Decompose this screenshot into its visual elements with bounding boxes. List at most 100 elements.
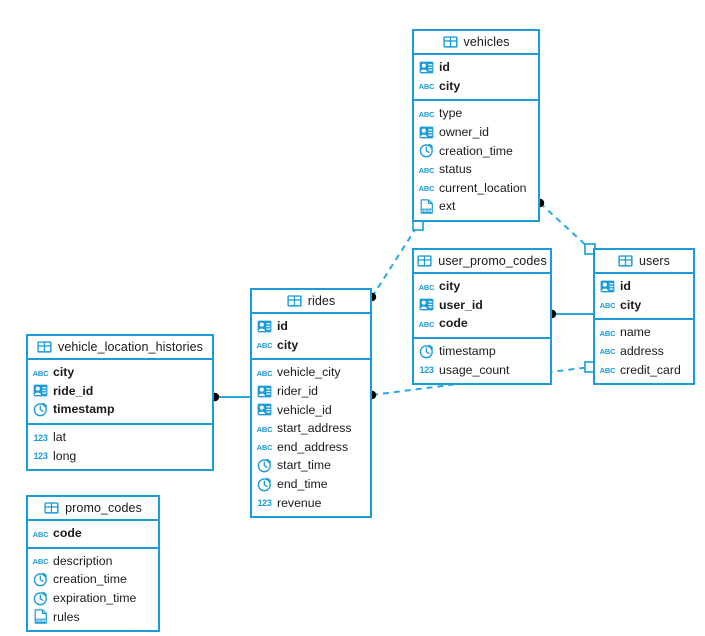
abc-text-icon: ABC <box>256 424 273 434</box>
abc-text-icon: ABC <box>256 341 273 351</box>
abc-text-icon: ABC <box>418 282 435 292</box>
field-row[interactable]: start_time <box>252 456 370 475</box>
clock-icon <box>257 458 272 473</box>
field-name: rider_id <box>277 384 319 399</box>
clock-icon <box>419 143 434 158</box>
field-row[interactable]: rider_id <box>252 382 370 401</box>
entity-title: rides <box>307 294 336 308</box>
field-row[interactable]: id <box>414 58 538 77</box>
abc-text-icon: ABC <box>418 319 435 329</box>
id-card-icon <box>257 384 272 399</box>
field-row[interactable]: id <box>595 277 693 296</box>
field-name: id <box>277 319 288 334</box>
abc-text-icon: ABC <box>418 109 435 119</box>
field-row[interactable]: ABC description <box>28 552 158 571</box>
entity-header[interactable]: rides <box>252 290 370 314</box>
field-name: creation_time <box>439 143 513 158</box>
field-name: city <box>53 365 75 380</box>
field-name: end_time <box>277 477 328 492</box>
field-row[interactable]: ABC address <box>595 342 693 361</box>
abc-text-icon: ABC <box>256 443 273 453</box>
id-card-icon <box>257 402 272 417</box>
field-name: ext <box>439 199 456 214</box>
field-row[interactable]: ride_id <box>28 382 212 401</box>
field-name: user_id <box>439 297 483 312</box>
field-name: revenue <box>277 495 322 510</box>
relationship-vehicle_location_histories-to-rides[interactable] <box>210 392 250 402</box>
entity-header[interactable]: users <box>595 250 693 274</box>
field-row[interactable]: timestamp <box>414 342 550 361</box>
field-row[interactable]: owner_id <box>414 123 538 142</box>
field-row[interactable]: user_id <box>414 296 550 315</box>
field-row[interactable]: creation_time <box>28 570 158 589</box>
entity-header[interactable]: user_promo_codes <box>414 250 550 274</box>
field-name: city <box>620 297 642 312</box>
field-name: name <box>620 325 651 340</box>
entity-header[interactable]: vehicles <box>414 31 538 55</box>
abc-text-icon: ABC <box>32 557 49 567</box>
field-row[interactable]: id <box>252 317 370 336</box>
relationship-line <box>539 202 591 250</box>
field-name: status <box>439 162 472 177</box>
clock-icon <box>419 344 434 359</box>
clock-icon <box>257 477 272 492</box>
field-name: description <box>53 553 113 568</box>
field-name: usage_count <box>439 362 510 377</box>
field-name: code <box>53 526 82 541</box>
abc-text-icon: ABC <box>256 368 273 378</box>
field-name: id <box>439 60 450 75</box>
field-name: credit_card <box>620 362 681 377</box>
table-icon <box>442 35 458 50</box>
field-name: vehicle_id <box>277 402 332 417</box>
relationship-user_promo_codes-to-users[interactable] <box>547 309 593 319</box>
123-number-icon: 123 <box>257 498 272 509</box>
field-row[interactable]: end_time <box>252 475 370 494</box>
field-row[interactable]: 123 revenue <box>252 493 370 512</box>
entity-header[interactable]: vehicle_location_histories <box>28 336 212 360</box>
field-row[interactable]: ABC credit_card <box>595 360 693 379</box>
id-card-icon <box>33 383 48 398</box>
relationship-vehicles-to-users[interactable] <box>535 198 596 255</box>
field-row[interactable]: vehicle_id <box>252 400 370 419</box>
field-row[interactable]: ABC code <box>28 524 158 543</box>
field-row[interactable]: creation_time <box>414 141 538 160</box>
field-name: city <box>439 78 461 93</box>
field-name: address <box>620 344 664 359</box>
field-row[interactable]: timestamp <box>28 400 212 419</box>
abc-text-icon: ABC <box>32 529 49 539</box>
abc-text-icon: ABC <box>599 347 616 357</box>
field-row[interactable]: expiration_time <box>28 589 158 608</box>
entity-header[interactable]: promo_codes <box>28 497 158 521</box>
abc-text-icon: ABC <box>599 365 616 375</box>
